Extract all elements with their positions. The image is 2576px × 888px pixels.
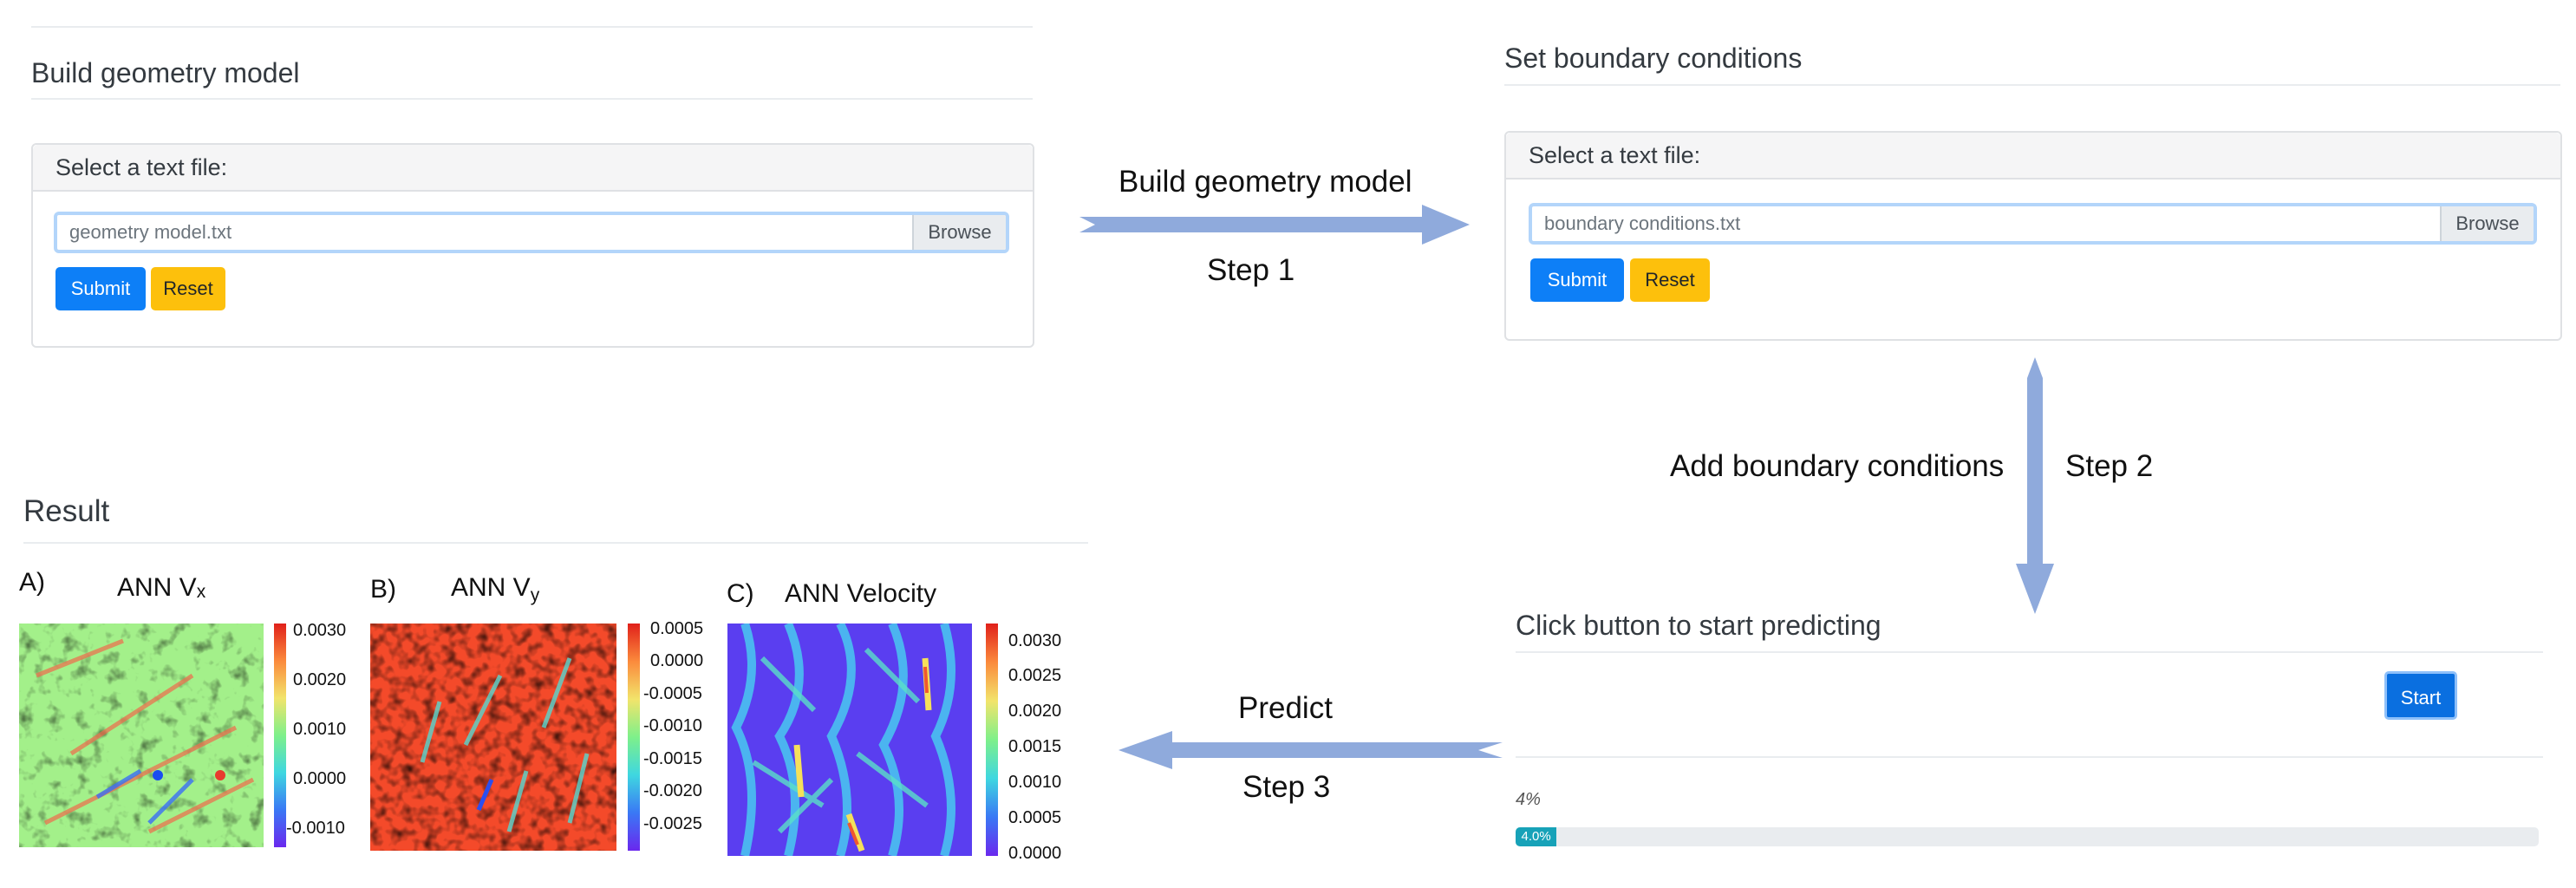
progress-bar-fill: 4.0% bbox=[1516, 827, 1557, 846]
boundary-title-divider bbox=[1504, 84, 2560, 86]
boundary-reset-button[interactable]: Reset bbox=[1630, 258, 1710, 302]
progress-percent-text: 4% bbox=[1516, 790, 1541, 809]
step1-right-arrow-icon bbox=[1079, 205, 1470, 245]
plot-b-letter: B) bbox=[370, 575, 396, 604]
plot-a-tick: 0.0030 bbox=[293, 621, 347, 640]
step1-caption: Build geometry model bbox=[1118, 165, 1412, 199]
plot-b-tick: -0.0005 bbox=[643, 684, 702, 703]
result-section-title: Result bbox=[23, 494, 110, 528]
plot-a-letter: A) bbox=[19, 568, 45, 597]
boundary-file-name: boundary conditions.txt bbox=[1544, 212, 1741, 234]
plot-b-title: ANN Vy bbox=[451, 573, 540, 605]
plot-c-tick: 0.0020 bbox=[1008, 702, 1062, 721]
geometry-section-title: Build geometry model bbox=[31, 57, 300, 88]
step1-label: Step 1 bbox=[1207, 253, 1295, 287]
plot-a-colorbar bbox=[274, 624, 286, 847]
geometry-file-input[interactable]: geometry model.txt Browse bbox=[54, 212, 1009, 253]
boundary-submit-button[interactable]: Submit bbox=[1530, 258, 1624, 302]
step2-caption: Add boundary conditions bbox=[1670, 449, 2005, 483]
start-button[interactable]: Start bbox=[2384, 671, 2457, 720]
step3-caption: Predict bbox=[1238, 691, 1333, 725]
predict-section-title: Click button to start predicting bbox=[1516, 610, 1881, 641]
geometry-reset-button[interactable]: Reset bbox=[151, 267, 225, 310]
plot-b-colorbar bbox=[628, 624, 640, 851]
geometry-card-header: Select a text file: bbox=[33, 145, 1033, 192]
geometry-title-divider bbox=[31, 98, 1033, 100]
boundary-browse-button[interactable]: Browse bbox=[2440, 206, 2534, 241]
plot-b-tick: -0.0020 bbox=[643, 781, 702, 800]
plot-b-tick: -0.0025 bbox=[643, 814, 702, 833]
plot-c-velocity-heatmap bbox=[727, 624, 972, 856]
boundary-section-title: Set boundary conditions bbox=[1504, 42, 1803, 74]
step2-down-arrow-icon bbox=[2016, 357, 2054, 614]
geometry-file-name: geometry model.txt bbox=[69, 221, 232, 243]
boundary-card-header: Select a text file: bbox=[1506, 133, 2560, 180]
plot-a-vx-heatmap bbox=[19, 624, 264, 847]
plot-a-title: ANN Vx bbox=[117, 573, 206, 602]
result-title-divider bbox=[23, 542, 1088, 544]
predict-lower-divider bbox=[1516, 756, 2543, 758]
plot-b-tick: -0.0010 bbox=[643, 716, 702, 735]
plot-b-vy-heatmap bbox=[370, 624, 616, 851]
plot-a-tick: 0.0020 bbox=[293, 670, 347, 689]
top-divider bbox=[31, 26, 1033, 28]
plot-b-tick: -0.0015 bbox=[643, 749, 702, 768]
plot-a-tick: 0.0000 bbox=[293, 769, 347, 788]
plot-c-colorbar bbox=[986, 624, 998, 856]
plot-c-tick: 0.0010 bbox=[1008, 773, 1062, 792]
geometry-browse-button[interactable]: Browse bbox=[912, 215, 1006, 250]
plot-b-tick: 0.0005 bbox=[650, 619, 704, 638]
plot-c-title: ANN Velocity bbox=[785, 579, 937, 608]
predict-title-divider bbox=[1516, 651, 2543, 653]
plot-c-letter: C) bbox=[727, 579, 754, 608]
geometry-submit-button[interactable]: Submit bbox=[55, 267, 146, 310]
plot-c-tick: 0.0005 bbox=[1008, 808, 1062, 827]
plot-a-tick: -0.0010 bbox=[286, 819, 345, 838]
plot-c-tick: 0.0025 bbox=[1008, 666, 1062, 685]
step3-left-arrow-icon bbox=[1118, 731, 1503, 769]
step2-label: Step 2 bbox=[2065, 449, 2154, 483]
step3-label: Step 3 bbox=[1242, 770, 1331, 804]
boundary-file-input[interactable]: boundary conditions.txt Browse bbox=[1529, 203, 2537, 245]
plot-a-tick: 0.0010 bbox=[293, 720, 347, 739]
plot-b-tick: 0.0000 bbox=[650, 651, 704, 670]
progress-bar: 4.0% bbox=[1516, 827, 2539, 846]
plot-c-tick: 0.0030 bbox=[1008, 631, 1062, 650]
plot-c-tick: 0.0015 bbox=[1008, 737, 1062, 756]
plot-c-tick: 0.0000 bbox=[1008, 844, 1062, 863]
